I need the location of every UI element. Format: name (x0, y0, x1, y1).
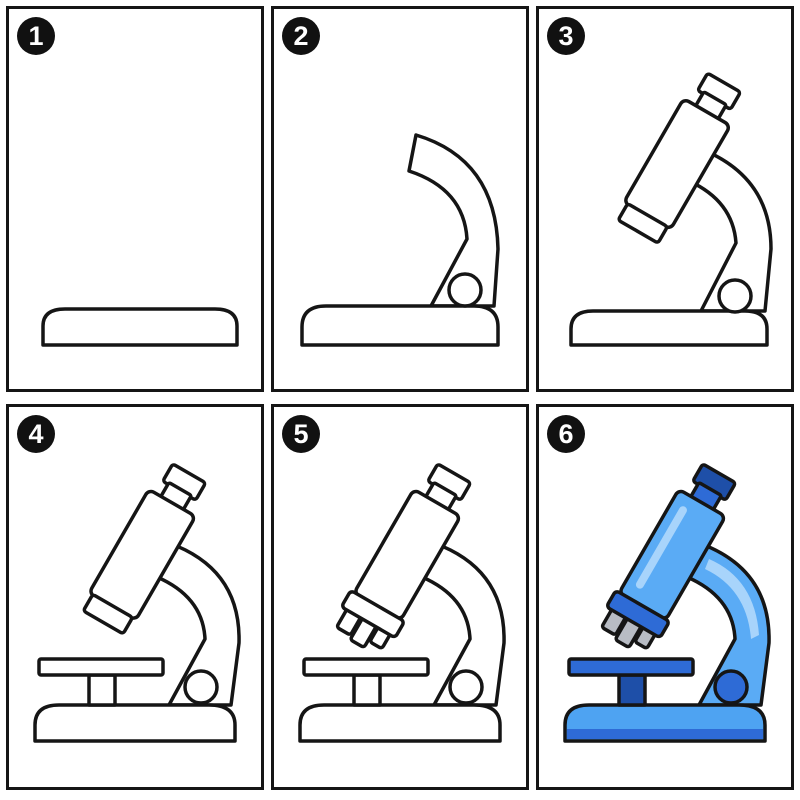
microscope-arm (420, 541, 506, 707)
step-4-drawing (33, 463, 241, 743)
microscope-base (33, 703, 237, 743)
microscope-base (41, 307, 239, 347)
step-6-panel: 6 (536, 404, 794, 790)
stage-pillar (617, 673, 647, 707)
revolving-nosepiece (341, 590, 405, 639)
focus-knob (183, 669, 219, 705)
focus-knob (447, 272, 483, 308)
step-2-drawing (300, 133, 500, 347)
step-1-panel: 1 (6, 6, 264, 392)
stage-pillar (352, 673, 382, 707)
tube-bottom-ring (617, 202, 669, 244)
step-4-badge: 4 (17, 415, 55, 453)
base-shadow (567, 729, 763, 739)
step-3-drawing (569, 72, 773, 347)
step-1-badge: 1 (17, 17, 55, 55)
step-5-badge: 5 (282, 415, 320, 453)
step-3-badge: 3 (547, 17, 585, 55)
focus-knob (448, 669, 484, 705)
stage-pillar (87, 673, 117, 707)
focus-knob (713, 669, 749, 705)
microscope-stage (302, 657, 430, 677)
step-5-drawing (298, 463, 506, 743)
microscope-arm (407, 133, 500, 308)
step-3-panel: 3 (536, 6, 794, 392)
step-5-panel: 5 (271, 404, 529, 790)
focus-knob (717, 278, 753, 314)
microscope-arm (687, 147, 773, 313)
microscope-arm (685, 541, 771, 707)
revolving-nosepiece (606, 590, 670, 639)
microscope-base (569, 309, 769, 347)
step-6-badge: 6 (547, 415, 585, 453)
tube-highlight (635, 506, 687, 589)
microscope-base (300, 304, 500, 347)
microscope-stage (37, 657, 165, 677)
step-1-drawing (41, 307, 239, 347)
tube-bottom-ring (82, 593, 134, 635)
microscope-base (298, 703, 502, 743)
step-6-drawing (563, 463, 771, 743)
microscope-arm (155, 541, 241, 707)
step-2-panel: 2 (271, 6, 529, 392)
arm-highlight (705, 559, 759, 639)
microscope-stage (567, 657, 695, 677)
step-2-badge: 2 (282, 17, 320, 55)
step-4-panel: 4 (6, 404, 264, 790)
